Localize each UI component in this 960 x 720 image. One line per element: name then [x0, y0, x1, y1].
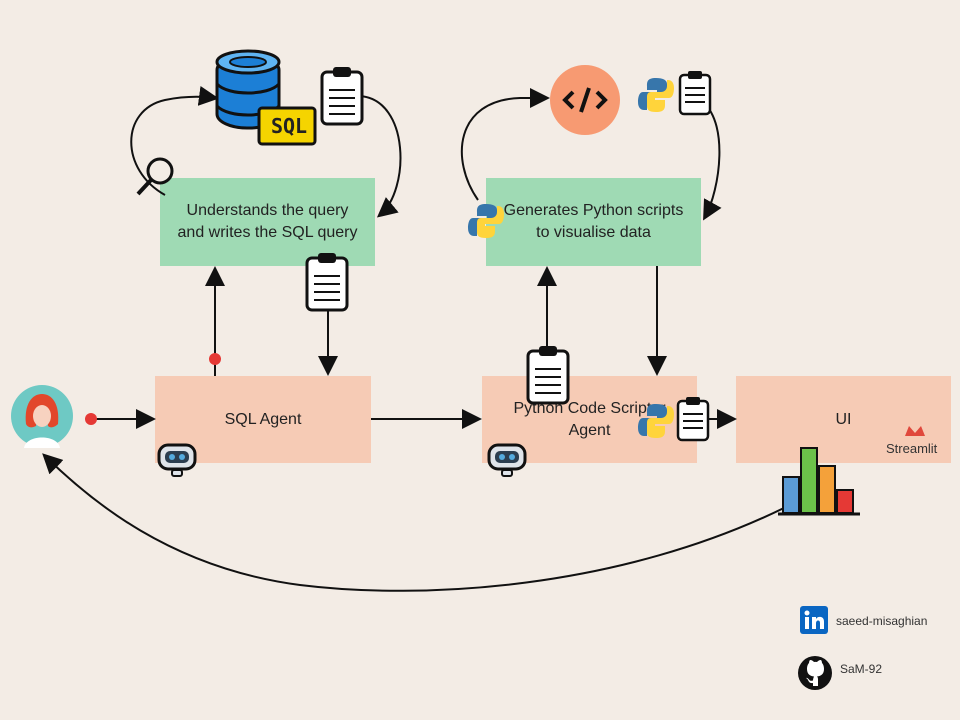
user-avatar-icon [10, 384, 74, 448]
edge-loop-sql-right [359, 95, 402, 218]
clipboard-icon [526, 345, 570, 405]
python-icon [467, 202, 505, 240]
ui-node: UI [736, 376, 951, 463]
magnifier-icon [134, 154, 178, 198]
clipboard-icon [320, 66, 364, 126]
sql-badge-label: SQL [270, 114, 308, 138]
python-icon [637, 76, 675, 114]
streamlit-label: Streamlit [886, 441, 938, 456]
edge-ui-user [42, 453, 791, 592]
clipboard-icon [676, 396, 710, 442]
linkedin-icon[interactable] [800, 606, 828, 634]
streamlit-logo-icon [904, 424, 926, 438]
database-icon: SQL [213, 48, 318, 148]
clipboard-icon [305, 252, 349, 312]
sql-writer-label: Understands the query and writes the SQL… [177, 202, 358, 241]
sql-agent-label: SQL Agent [224, 410, 302, 428]
clipboard-icon [678, 70, 712, 116]
linkedin-handle[interactable]: saeed-misaghian [836, 614, 928, 628]
ui-label: UI [835, 410, 852, 428]
bar-chart-icon [778, 445, 860, 517]
edge-loop-sql-left [130, 85, 219, 196]
python-icon [637, 402, 675, 440]
robot-icon [156, 442, 198, 478]
robot-icon [486, 442, 528, 478]
python-scripts-label: Generates Python scripts to visualise da… [503, 202, 684, 241]
python-scripts-node: Generates Python scripts to visualise da… [486, 178, 701, 266]
code-icon [549, 64, 621, 136]
edge-loop-py-left [460, 88, 550, 201]
dot-sqlagent [209, 353, 221, 365]
edge-loop-py-right [699, 99, 722, 221]
sql-writer-node: Understands the query and writes the SQL… [160, 178, 375, 266]
github-icon[interactable] [797, 655, 833, 691]
github-handle[interactable]: SaM-92 [840, 662, 883, 676]
dot-user [85, 413, 97, 425]
